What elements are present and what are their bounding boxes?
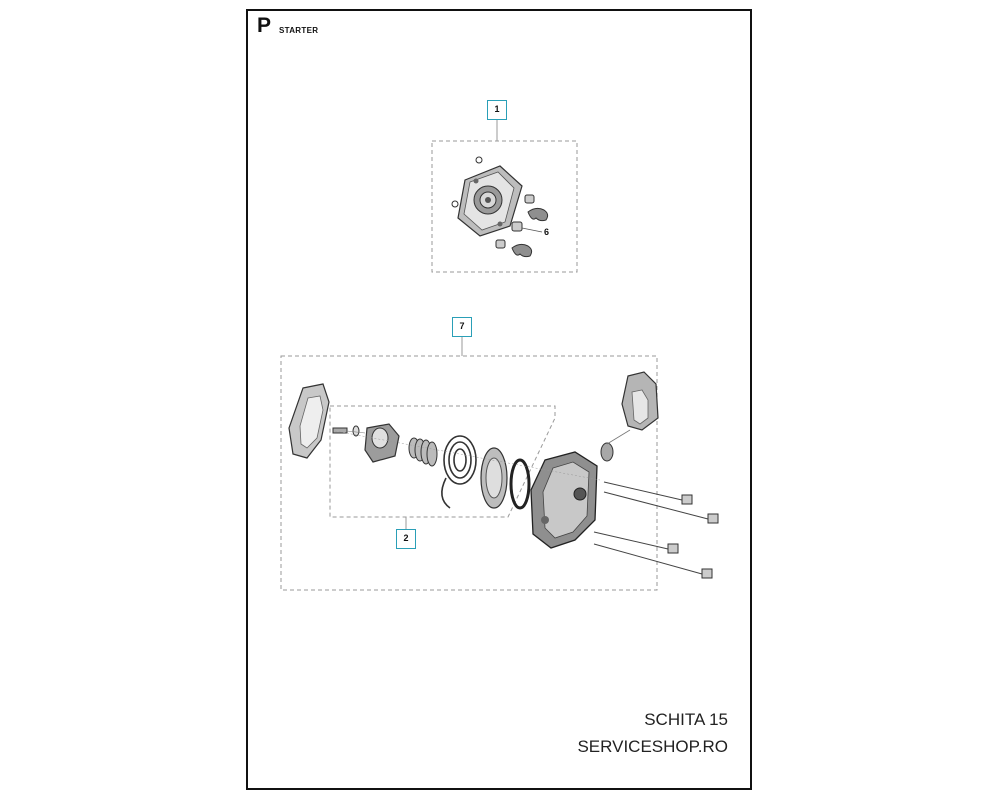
label-6: 6 — [544, 227, 550, 237]
starter-assembly — [288, 371, 719, 579]
sheet-number: SCHITA 15 — [644, 710, 728, 729]
callout-2[interactable]: 2 — [396, 529, 416, 549]
callout-1[interactable]: 1 — [487, 100, 507, 120]
assembly-1-box — [431, 140, 578, 273]
assembly-7-box — [280, 355, 658, 591]
section-title: STARTER — [279, 26, 319, 35]
callout-7[interactable]: 7 — [452, 317, 472, 337]
site-name: SERVICESHOP.RO — [577, 737, 728, 756]
section-letter: P — [257, 14, 272, 37]
drawing-frame — [246, 9, 752, 790]
pawl-carrier-assembly — [451, 156, 549, 258]
